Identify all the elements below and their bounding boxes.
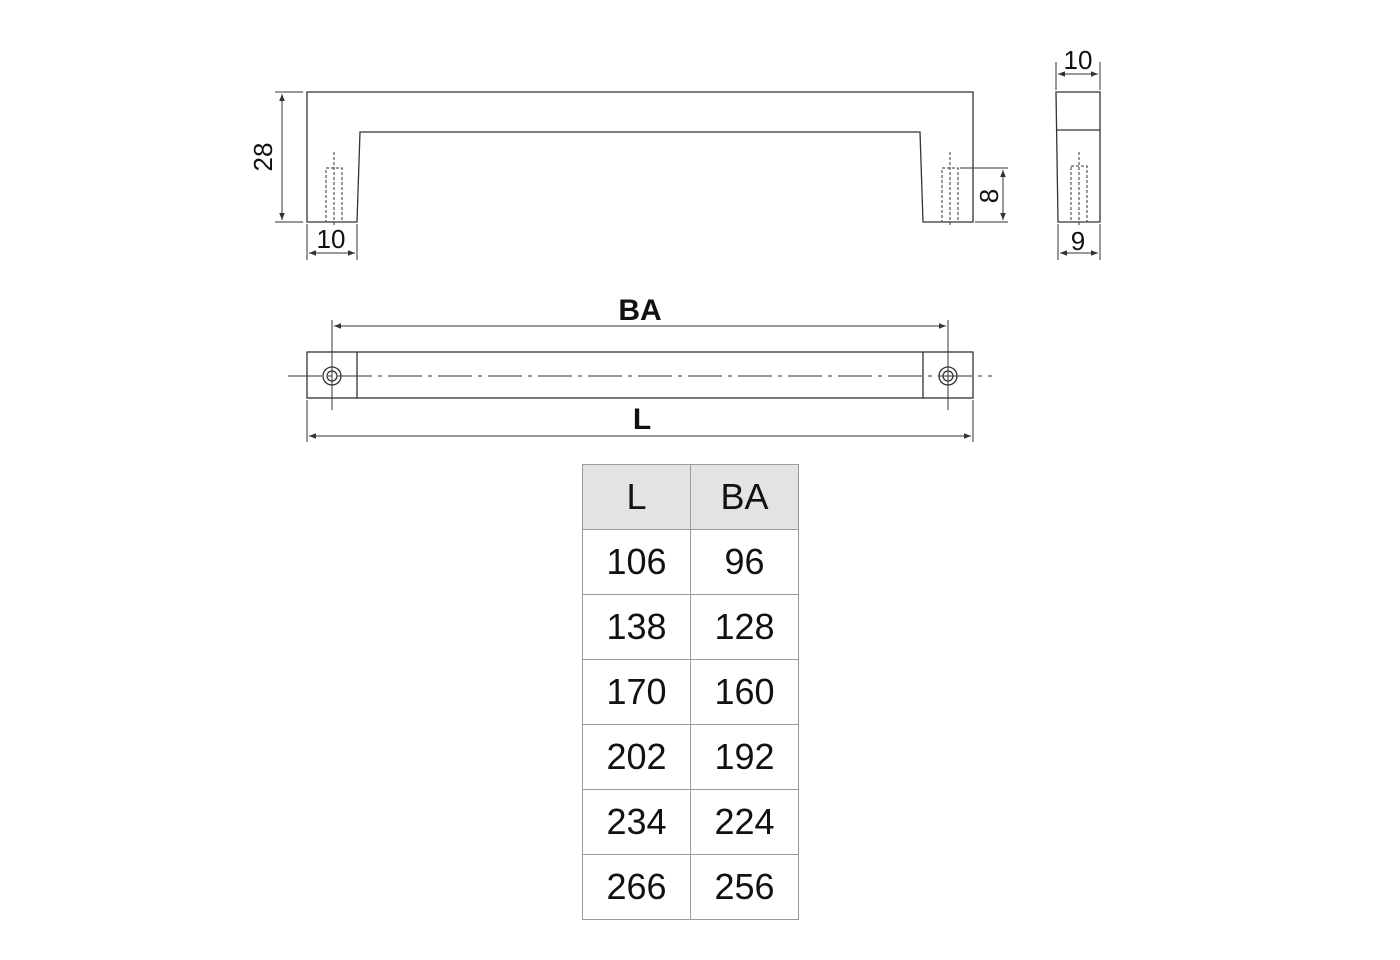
cell-l: 266 xyxy=(582,854,691,920)
dimension-side-bottom xyxy=(1057,224,1101,260)
cell-l: 170 xyxy=(582,659,691,725)
cell-l: 106 xyxy=(582,529,691,595)
technical-drawing: 28 10 8 10 9 xyxy=(248,45,1101,442)
label-ba: BA xyxy=(618,294,661,327)
side-screw-hole xyxy=(1070,152,1088,226)
side-profile xyxy=(1055,91,1101,223)
mount-hole-right xyxy=(938,366,958,386)
label-side-top: 10 xyxy=(1064,45,1093,75)
dimension-height xyxy=(275,91,303,223)
screw-hole-left xyxy=(325,152,343,226)
top-bar xyxy=(306,351,974,399)
top-view xyxy=(288,320,992,442)
size-table: L BA 106 96 138 128 170 160 202 192 234 … xyxy=(582,464,799,920)
cell-l: 138 xyxy=(582,594,691,660)
header-ba: BA xyxy=(690,464,799,530)
screw-hole-right xyxy=(941,152,959,226)
dimension-side-top xyxy=(1055,62,1101,90)
label-post-width: 10 xyxy=(317,224,346,254)
table-row: 202 192 xyxy=(582,724,799,790)
cell-l: 202 xyxy=(582,724,691,790)
table-row: 266 256 xyxy=(582,854,799,920)
side-view xyxy=(1055,62,1101,260)
cell-ba: 224 xyxy=(690,789,799,855)
cell-ba: 96 xyxy=(690,529,799,595)
dimension-l xyxy=(306,400,974,442)
cell-l: 234 xyxy=(582,789,691,855)
mount-hole-left xyxy=(322,366,342,386)
label-side-bottom: 9 xyxy=(1071,226,1085,256)
handle-outline xyxy=(306,91,974,223)
dimension-thread-depth xyxy=(960,167,1008,223)
cell-ba: 256 xyxy=(690,854,799,920)
label-height: 28 xyxy=(248,143,278,172)
dimension-post-width xyxy=(306,224,358,260)
table-row: 106 96 xyxy=(582,529,799,595)
dimension-ba xyxy=(331,320,949,340)
table-row: 234 224 xyxy=(582,789,799,855)
table-row: 170 160 xyxy=(582,659,799,725)
table-row: 138 128 xyxy=(582,594,799,660)
cell-ba: 192 xyxy=(690,724,799,790)
label-l: L xyxy=(633,403,651,436)
front-view xyxy=(275,91,1008,260)
cell-ba: 128 xyxy=(690,594,799,660)
header-l: L xyxy=(582,464,691,530)
cell-ba: 160 xyxy=(690,659,799,725)
table-header-row: L BA xyxy=(582,464,799,530)
label-thread-depth: 8 xyxy=(974,189,1004,203)
